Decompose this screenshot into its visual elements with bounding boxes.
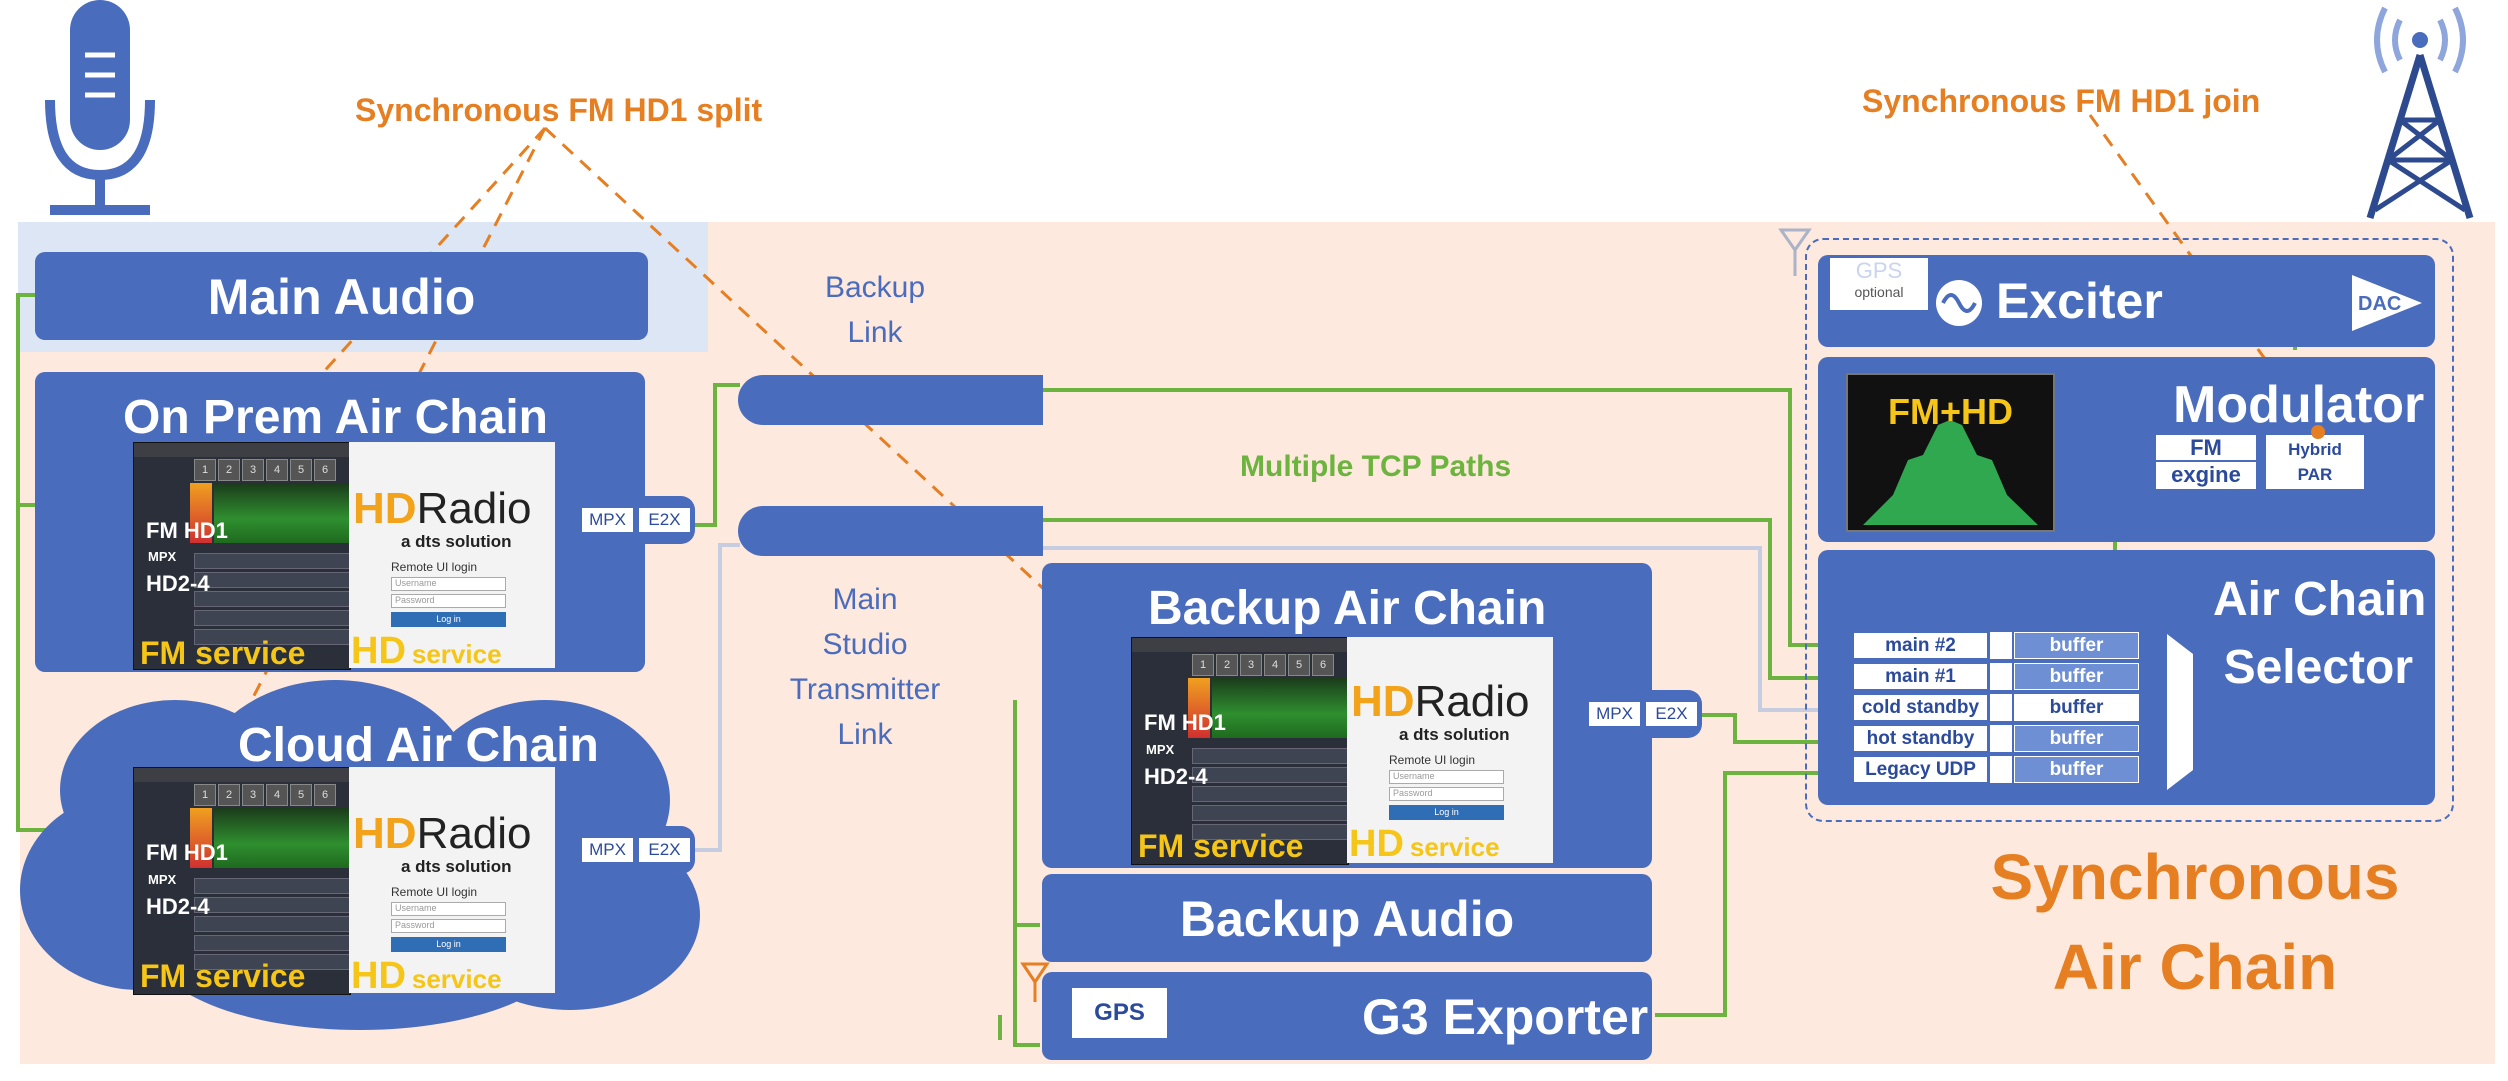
- multiple-tcp-label: Multiple TCP Paths: [1240, 450, 1512, 483]
- modulator-block: FM+HD Modulator FM exgine Hybrid PAR: [1818, 357, 2435, 542]
- selector-row-buffer: buffer: [2014, 694, 2139, 721]
- selector-row-label: main #2: [1853, 632, 1988, 659]
- selector-row-slot: [1990, 632, 2012, 659]
- svg-text:DAC: DAC: [2358, 293, 2401, 315]
- selector-row-label: main #1: [1853, 663, 1988, 690]
- g3-exporter-block: GPS G3 Exporter: [1042, 972, 1652, 1060]
- cloud-hd-panel: HDRadio a dts solution Remote UI login U…: [349, 767, 555, 997]
- main-stl-pipe: [738, 506, 1043, 556]
- on-prem-ports: MPX E2X: [575, 496, 695, 544]
- gps-antenna-icon: [1020, 962, 1050, 1002]
- join-annotation: Synchronous FM HD1 join: [1862, 83, 2261, 119]
- selector-mux-icon: [2167, 634, 2193, 790]
- selector-row-slot: [1990, 725, 2012, 752]
- microphone-icon: [45, 0, 155, 215]
- synchronous-boundary: [1805, 238, 2454, 822]
- backup-ports: MPX E2X: [1582, 690, 1702, 738]
- g3-gps-box: GPS: [1072, 988, 1167, 1038]
- synchronous-air-chain-label: Synchronous Air Chain: [1990, 841, 2400, 1003]
- selector-row-label: Legacy UDP: [1853, 756, 1988, 783]
- selector-row-buffer: buffer: [2014, 632, 2139, 659]
- backup-link-pipe: [738, 375, 1043, 425]
- hybrid-par-box: Hybrid PAR: [2266, 435, 2364, 489]
- selector-row-buffer: buffer: [2014, 756, 2139, 783]
- exciter-gps-antenna-icon: [1778, 228, 1812, 276]
- join-point: [2311, 425, 2325, 439]
- exciter-gps-optional: GPS optional: [1830, 258, 1928, 310]
- sine-wave-icon: [1936, 280, 1982, 326]
- backup-hd-panel: HDRadio a dts solution Remote UI login U…: [1347, 637, 1553, 865]
- modulator-spectrum-display: FM+HD: [1846, 373, 2055, 532]
- fm-engine-box: FM exgine: [2156, 435, 2256, 489]
- selector-row-slot: [1990, 694, 2012, 721]
- cloud-air-chain-title: Cloud Air Chain: [238, 719, 599, 772]
- selector-row-label: hot standby: [1853, 725, 1988, 752]
- on-prem-hd-panel: HDRadio a dts solution Remote UI login U…: [349, 442, 555, 672]
- selector-row-buffer: buffer: [2014, 725, 2139, 752]
- main-stl-label: Main Studio Transmitter Link: [789, 583, 941, 751]
- dac-triangle-icon: DAC: [2352, 275, 2422, 331]
- main-audio-block: Main Audio: [35, 252, 648, 340]
- split-annotation: Synchronous FM HD1 split: [355, 92, 763, 128]
- tower-icon: [2366, 6, 2474, 220]
- selector-row-buffer: buffer: [2014, 663, 2139, 690]
- selector-row-slot: [1990, 663, 2012, 690]
- selector-row-label: cold standby: [1853, 694, 1988, 721]
- selector-row-slot: [1990, 756, 2012, 783]
- backup-link-label: Backup Link: [824, 271, 926, 349]
- cloud-ports: MPX E2X: [575, 826, 695, 874]
- backup-audio-block: Backup Audio: [1042, 874, 1652, 962]
- exciter-block: GPS optional Exciter DAC: [1818, 255, 2435, 347]
